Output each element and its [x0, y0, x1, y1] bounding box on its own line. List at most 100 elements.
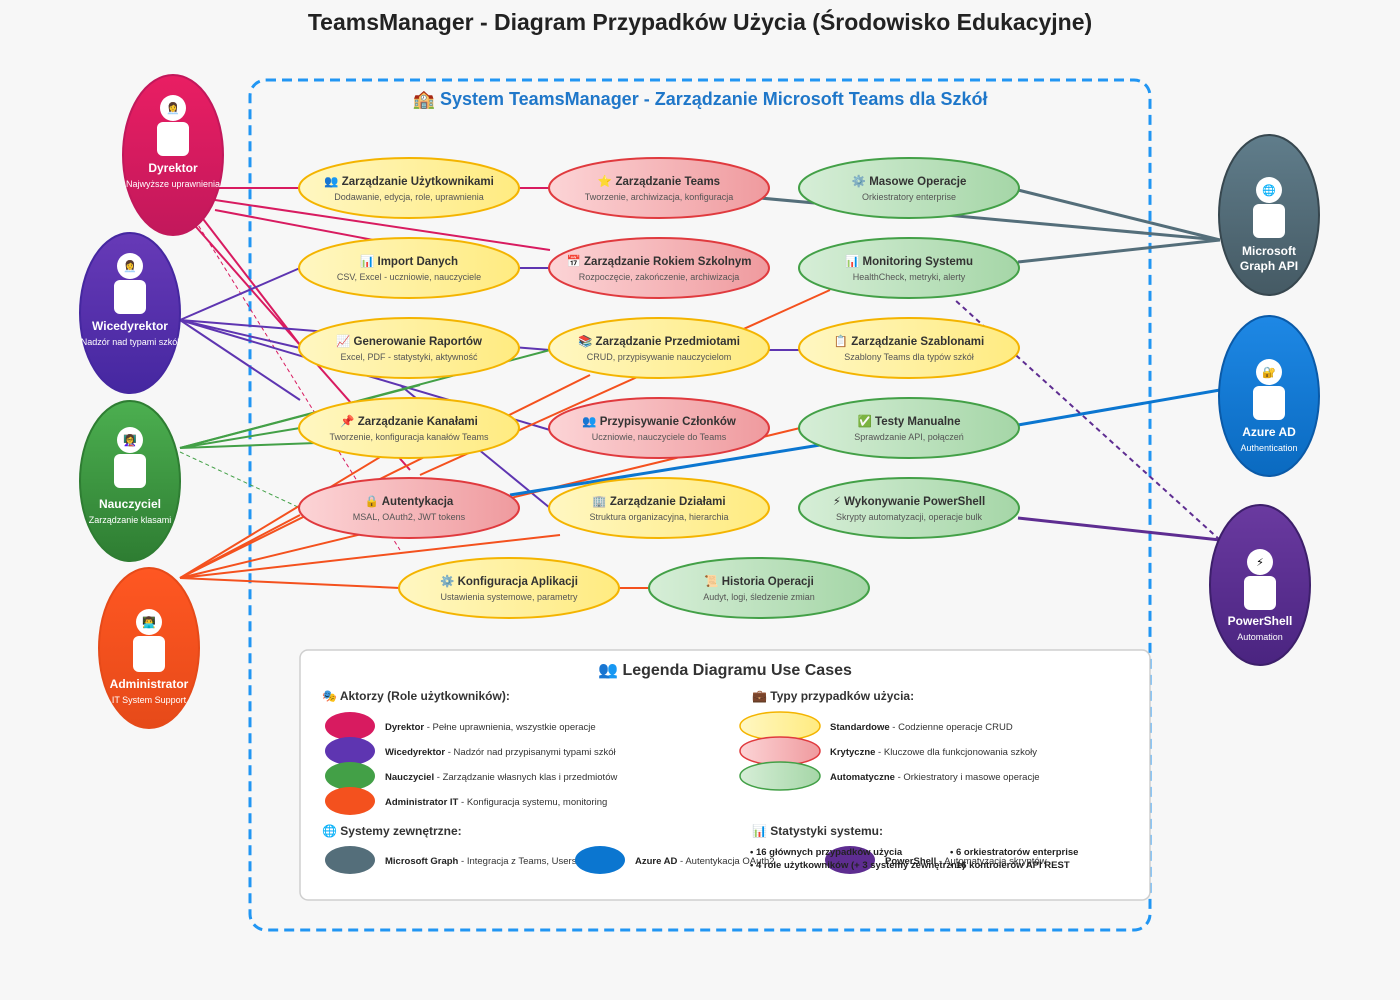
- svg-text:PowerShell - Automatyzacja skr: PowerShell - Automatyzacja skryptów: [885, 856, 1047, 867]
- uc-title: Konfiguracja Aplikacji: [458, 576, 578, 588]
- svg-text:Microsoft Graph - Integracja z: Microsoft Graph - Integracja z Teams, Us…: [385, 856, 577, 867]
- uc-title: Zarządzanie Rokiem Szkolnym: [584, 256, 751, 268]
- svg-text:✅ Testy Manualne: ✅ Testy Manualne: [858, 414, 961, 428]
- uc-konfiguracja-aplikacji[interactable]: ⚙️ Konfiguracja Aplikacji Ustawienia sys…: [398, 557, 620, 619]
- svg-text:⭐ Zarządzanie Teams: ⭐ Zarządzanie Teams: [598, 174, 720, 188]
- person-icon: 👩‍💼: [166, 102, 180, 115]
- uc-zarzadzanie-dzialami[interactable]: 🏢 Zarządzanie Działami Struktura organiz…: [548, 477, 770, 539]
- actor-name: Dyrektor: [148, 161, 198, 175]
- legend-actor-name: Wicedyrektor: [385, 747, 445, 758]
- lock-key-icon: 🔐: [1262, 366, 1276, 379]
- legend-stat: • 6 orkiestratorów enterprise: [950, 847, 1078, 858]
- actor-desc: Automation: [1237, 632, 1283, 642]
- actor-administrator[interactable]: 👨‍💻 Administrator IT System Support: [98, 567, 200, 729]
- star-icon: ⭐: [598, 174, 612, 188]
- legend-external-desc: - Integracja z Teams, Users: [458, 856, 576, 867]
- actor-nauczyciel[interactable]: 👩‍🏫 Nauczyciel Zarządzanie klasami: [79, 400, 181, 562]
- legend-actor-name: Dyrektor: [385, 722, 424, 733]
- chart-icon: 📊: [360, 254, 374, 268]
- actor-azure-ad[interactable]: 🔐 Azure AD Authentication: [1218, 315, 1320, 477]
- legend-stat: • 16 kontrolerów API REST: [950, 860, 1070, 871]
- actor-name: Nauczyciel: [99, 497, 161, 511]
- legend-actor-desc: - Konfiguracja systemu, monitoring: [458, 797, 607, 808]
- system-title: 🏫 System TeamsManager - Zarządzanie Micr…: [413, 89, 988, 109]
- uc-import-danych[interactable]: 📊 Import Danych CSV, Excel - uczniowie, …: [298, 237, 520, 299]
- svg-text:Automatyczne - Orkiestratory i: Automatyczne - Orkiestratory i masowe op…: [830, 772, 1040, 783]
- uc-generowanie-raportow[interactable]: 📈 Generowanie Raportów Excel, PDF - stat…: [298, 317, 520, 379]
- uc-title: Zarządzanie Szablonami: [851, 336, 984, 348]
- uc-zarzadzanie-kanalami[interactable]: 📌 Zarządzanie Kanałami Tworzenie, konfig…: [298, 397, 520, 459]
- legend-type-desc: - Codzienne operacje CRUD: [890, 722, 1013, 733]
- svg-text:🔒 Autentykacja: 🔒 Autentykacja: [365, 495, 454, 508]
- legend-actors-header: 🎭 Aktorzy (Role użytkowników):: [322, 689, 510, 703]
- svg-text:📜 Historia Operacji: 📜 Historia Operacji: [704, 574, 814, 588]
- uc-desc: Skrypty automatyzacji, operacje bulk: [836, 512, 983, 522]
- uc-przypisywanie-czlonkow[interactable]: 👥 Przypisywanie Członków Uczniowie, nauc…: [548, 397, 770, 459]
- uc-title: Zarządzanie Teams: [615, 176, 720, 188]
- svg-text:Standardowe - Codzienne operac: Standardowe - Codzienne operacje CRUD: [830, 722, 1013, 733]
- svg-text:📌 Zarządzanie Kanałami: 📌 Zarządzanie Kanałami: [340, 414, 478, 428]
- actor-dyrektor[interactable]: 👩‍💼 Dyrektor Najwyższe uprawnienia: [122, 74, 224, 236]
- svg-text:Azure AD - Autentykacja OAuth2: Azure AD - Autentykacja OAuth2: [635, 856, 775, 867]
- lightning-icon: ⚡: [1256, 557, 1264, 569]
- legend-external-item: Microsoft Graph - Integracja z Teams, Us…: [325, 846, 577, 874]
- uc-desc: Orkiestratory enterprise: [862, 192, 956, 202]
- svg-text:Administrator IT - Konfiguracj: Administrator IT - Konfiguracja systemu,…: [385, 797, 607, 808]
- legend-external-item: Azure AD - Autentykacja OAuth2: [575, 846, 775, 874]
- svg-text:📈 Generowanie Raportów: 📈 Generowanie Raportów: [336, 334, 482, 348]
- uc-autentykacja[interactable]: 🔒 Autentykacja MSAL, OAuth2, JWT tokens: [298, 477, 520, 539]
- uc-desc: Sprawdzanie API, połączeń: [854, 432, 964, 442]
- uc-desc: CRUD, przypisywanie nauczycielom: [587, 352, 732, 362]
- uc-title: Autentykacja: [382, 496, 454, 508]
- uc-zarzadzanie-przedmiotami[interactable]: 📚 Zarządzanie Przedmiotami CRUD, przypis…: [548, 317, 770, 379]
- scroll-icon: 📜: [704, 574, 718, 588]
- uc-title: Zarządzanie Kanałami: [358, 416, 478, 428]
- svg-text:🏢 Zarządzanie Działami: 🏢 Zarządzanie Działami: [592, 495, 725, 508]
- uc-zarzadzanie-teams[interactable]: ⭐ Zarządzanie Teams Tworzenie, archiwiza…: [548, 157, 770, 219]
- books-icon: 📚: [578, 334, 592, 348]
- svg-text:📅 Zarządzanie Rokiem Szkolnym: 📅 Zarządzanie Rokiem Szkolnym: [567, 254, 752, 268]
- uc-title: Monitoring Systemu: [863, 256, 974, 268]
- legend-stat: • 16 głównych przypadków użycia: [750, 847, 903, 858]
- users-icon: 👥: [582, 416, 596, 428]
- uc-monitoring-systemu[interactable]: 📊 Monitoring Systemu HealthCheck, metryk…: [798, 237, 1020, 299]
- svg-text:👥 Zarządzanie Użytkownikami: 👥 Zarządzanie Użytkownikami: [324, 176, 494, 188]
- uc-wykonywanie-powershell[interactable]: ⚡ Wykonywanie PowerShell Skrypty automat…: [798, 477, 1020, 539]
- actor-wicedyrektor[interactable]: 👩‍💼 Wicedyrektor Nadzór nad typami szkół: [79, 232, 181, 394]
- gear-icon: ⚙️: [440, 574, 454, 588]
- legend-external-desc: - Automatyzacja skryptów: [936, 856, 1046, 867]
- diagram-title: TeamsManager - Diagram Przypadków Użycia…: [308, 8, 1092, 35]
- gear-icon: ⚙️: [852, 174, 866, 188]
- uc-desc: Audyt, logi, śledzenie zmian: [703, 592, 815, 602]
- legend-actor-desc: - Nadzór nad przypisanymi typami szkół: [445, 747, 616, 758]
- uc-desc: Szablony Teams dla typów szkół: [844, 352, 973, 362]
- svg-text:📋 Zarządzanie Szablonami: 📋 Zarządzanie Szablonami: [834, 334, 984, 348]
- pin-icon: 📌: [340, 414, 355, 428]
- actor-microsoft-graph-api[interactable]: 🌐 Microsoft Graph API: [1218, 134, 1320, 296]
- legend-actor-name: Nauczyciel: [385, 772, 434, 783]
- users-icon: 👥: [324, 176, 338, 188]
- uc-testy-manualne[interactable]: ✅ Testy Manualne Sprawdzanie API, połącz…: [798, 397, 1020, 459]
- building-icon: 🏢: [592, 495, 606, 508]
- uc-desc: Rozpoczęcie, zakończenie, archiwizacja: [579, 272, 740, 282]
- svg-text:📊 Monitoring Systemu: 📊 Monitoring Systemu: [845, 254, 973, 268]
- uc-masowe-operacje[interactable]: ⚙️ Masowe Operacje Orkiestratory enterpr…: [798, 157, 1020, 219]
- legend-external-name: Microsoft Graph: [385, 856, 459, 867]
- actor-powershell[interactable]: ⚡ PowerShell Automation: [1209, 504, 1311, 666]
- check-icon: ✅: [858, 414, 872, 428]
- uc-zarzadzanie-uzytkownikami[interactable]: 👥 Zarządzanie Użytkownikami Dodawanie, e…: [298, 157, 520, 219]
- svg-text:Nauczyciel - Zarządzanie własn: Nauczyciel - Zarządzanie własnych klas i…: [385, 772, 617, 783]
- actor-name: Microsoft: [1242, 244, 1296, 258]
- uc-title: Wykonywanie PowerShell: [844, 496, 985, 508]
- svg-text:👥 Przypisywanie Członków: 👥 Przypisywanie Członków: [582, 416, 736, 428]
- trend-icon: 📈: [336, 334, 350, 348]
- legend-type-name: Automatyczne: [830, 772, 895, 783]
- uc-zarzadzanie-rokiem-szkolnym[interactable]: 📅 Zarządzanie Rokiem Szkolnym Rozpoczęci…: [548, 237, 770, 299]
- uc-historia-operacji[interactable]: 📜 Historia Operacji Audyt, logi, śledzen…: [648, 557, 870, 619]
- uc-title: Zarządzanie Przedmiotami: [596, 336, 740, 348]
- uc-desc: Tworzenie, archiwizacja, konfiguracja: [585, 192, 734, 202]
- technologist-icon: 👨‍💻: [142, 616, 156, 629]
- uc-zarzadzanie-szablonami[interactable]: 📋 Zarządzanie Szablonami Szablony Teams …: [798, 317, 1020, 379]
- uc-desc: CSV, Excel - uczniowie, nauczyciele: [337, 272, 481, 282]
